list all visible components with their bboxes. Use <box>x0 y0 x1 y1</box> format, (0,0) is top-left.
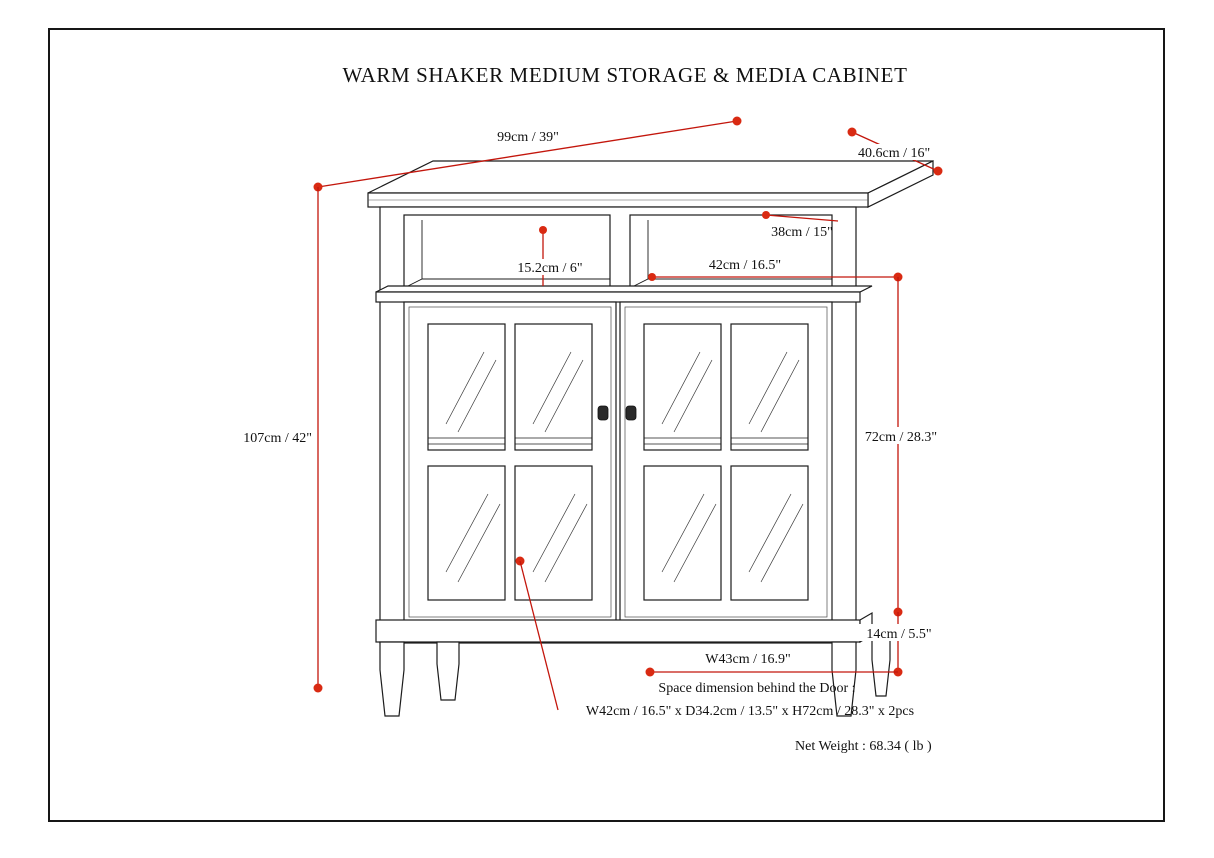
shelf-board-front <box>375 291 861 303</box>
right-door-pane-lower-left <box>643 465 722 601</box>
width-label: 99cm / 39" <box>497 130 559 145</box>
dimension-overall-height: 107cm / 42" <box>243 187 323 693</box>
left-cubby-opening <box>403 214 611 289</box>
page-title: WARM SHAKER MEDIUM STORAGE & MEDIA CABIN… <box>343 63 908 87</box>
cubby-width-dot-left <box>648 273 656 281</box>
front-right-leg <box>831 641 857 717</box>
dimension-leg-height: 14cm / 5.5" <box>858 612 940 677</box>
right-cubby-opening <box>629 214 833 289</box>
door-width-dot-left <box>645 667 655 677</box>
notes: Space dimension behind the Door : W42cm … <box>586 681 932 754</box>
dimension-cubby-height: 15.2cm / 6" <box>511 226 589 286</box>
space-leader <box>515 556 559 711</box>
glass-reflection-lines <box>445 351 804 583</box>
cubby-interior-lines <box>403 220 832 289</box>
cubby-height-dot <box>539 226 547 234</box>
depth-dot-bottom <box>933 166 943 176</box>
interior-shelf-lines <box>428 437 808 445</box>
dimension-annotations: 99cm / 39" 40.6cm / 16" 107cm / 42" 38cm… <box>243 116 944 711</box>
shelf-board-top <box>375 285 873 293</box>
height-dot-bottom <box>313 683 323 693</box>
height-label: 107cm / 42" <box>243 431 312 446</box>
page-border <box>48 28 1165 822</box>
space-leader-line <box>519 560 559 711</box>
dimension-overall-depth: 40.6cm / 16" <box>847 127 943 176</box>
depth-label-bg <box>856 144 940 160</box>
dimension-door-width: W43cm / 16.9" <box>645 652 898 677</box>
right-door-knob <box>625 405 637 421</box>
right-door-pane-upper-right <box>730 323 809 451</box>
cabinet-drawing <box>367 160 934 717</box>
front-left-leg <box>379 641 405 717</box>
leg-height-label: 14cm / 5.5" <box>866 627 931 642</box>
net-weight-note: Net Weight : 68.34 ( lb ) <box>795 739 932 754</box>
left-door-inner-profile <box>408 306 612 618</box>
left-door-knob <box>597 405 609 421</box>
bottom-board-front <box>375 619 861 643</box>
right-door-inner-profile <box>624 306 828 618</box>
space-note-value: W42cm / 16.5" x D34.2cm / 13.5" x H72cm … <box>586 704 914 719</box>
cubby-depth-line <box>765 214 839 222</box>
cubby-width-label: 42cm / 16.5" <box>709 258 781 273</box>
right-door-pane-lower-right <box>730 465 809 601</box>
dimension-cubby-depth: 38cm / 15" <box>762 211 839 240</box>
cubby-height-label-bg <box>511 259 589 275</box>
back-left-leg <box>436 641 460 701</box>
left-door-pane-upper-left <box>427 323 506 451</box>
left-door-pane-lower-right <box>514 465 593 601</box>
dimension-overall-width: 99cm / 39" <box>313 116 742 192</box>
width-dimension-line <box>317 120 738 188</box>
depth-label: 40.6cm / 16" <box>858 146 930 161</box>
left-door-pane-upper-right <box>514 323 593 451</box>
cubby-depth-label: 38cm / 15" <box>771 225 833 240</box>
space-note-title: Space dimension behind the Door : <box>658 681 855 696</box>
door-height-label: 72cm / 28.3" <box>865 430 937 445</box>
leg-height-label-bg <box>858 624 940 641</box>
left-door-pane-lower-left <box>427 465 506 601</box>
door-width-label: W43cm / 16.9" <box>705 652 790 667</box>
width-dot-right <box>732 116 742 126</box>
door-height-label-bg <box>860 427 944 444</box>
right-door-pane-upper-left <box>643 323 722 451</box>
dimension-door-height: 72cm / 28.3" <box>860 277 944 617</box>
back-right-leg <box>871 633 891 697</box>
depth-dot-top <box>847 127 857 137</box>
dimension-cubby-width: 42cm / 16.5" <box>648 258 903 282</box>
cubby-height-label: 15.2cm / 6" <box>517 261 582 276</box>
cubby-depth-dot <box>762 211 770 219</box>
